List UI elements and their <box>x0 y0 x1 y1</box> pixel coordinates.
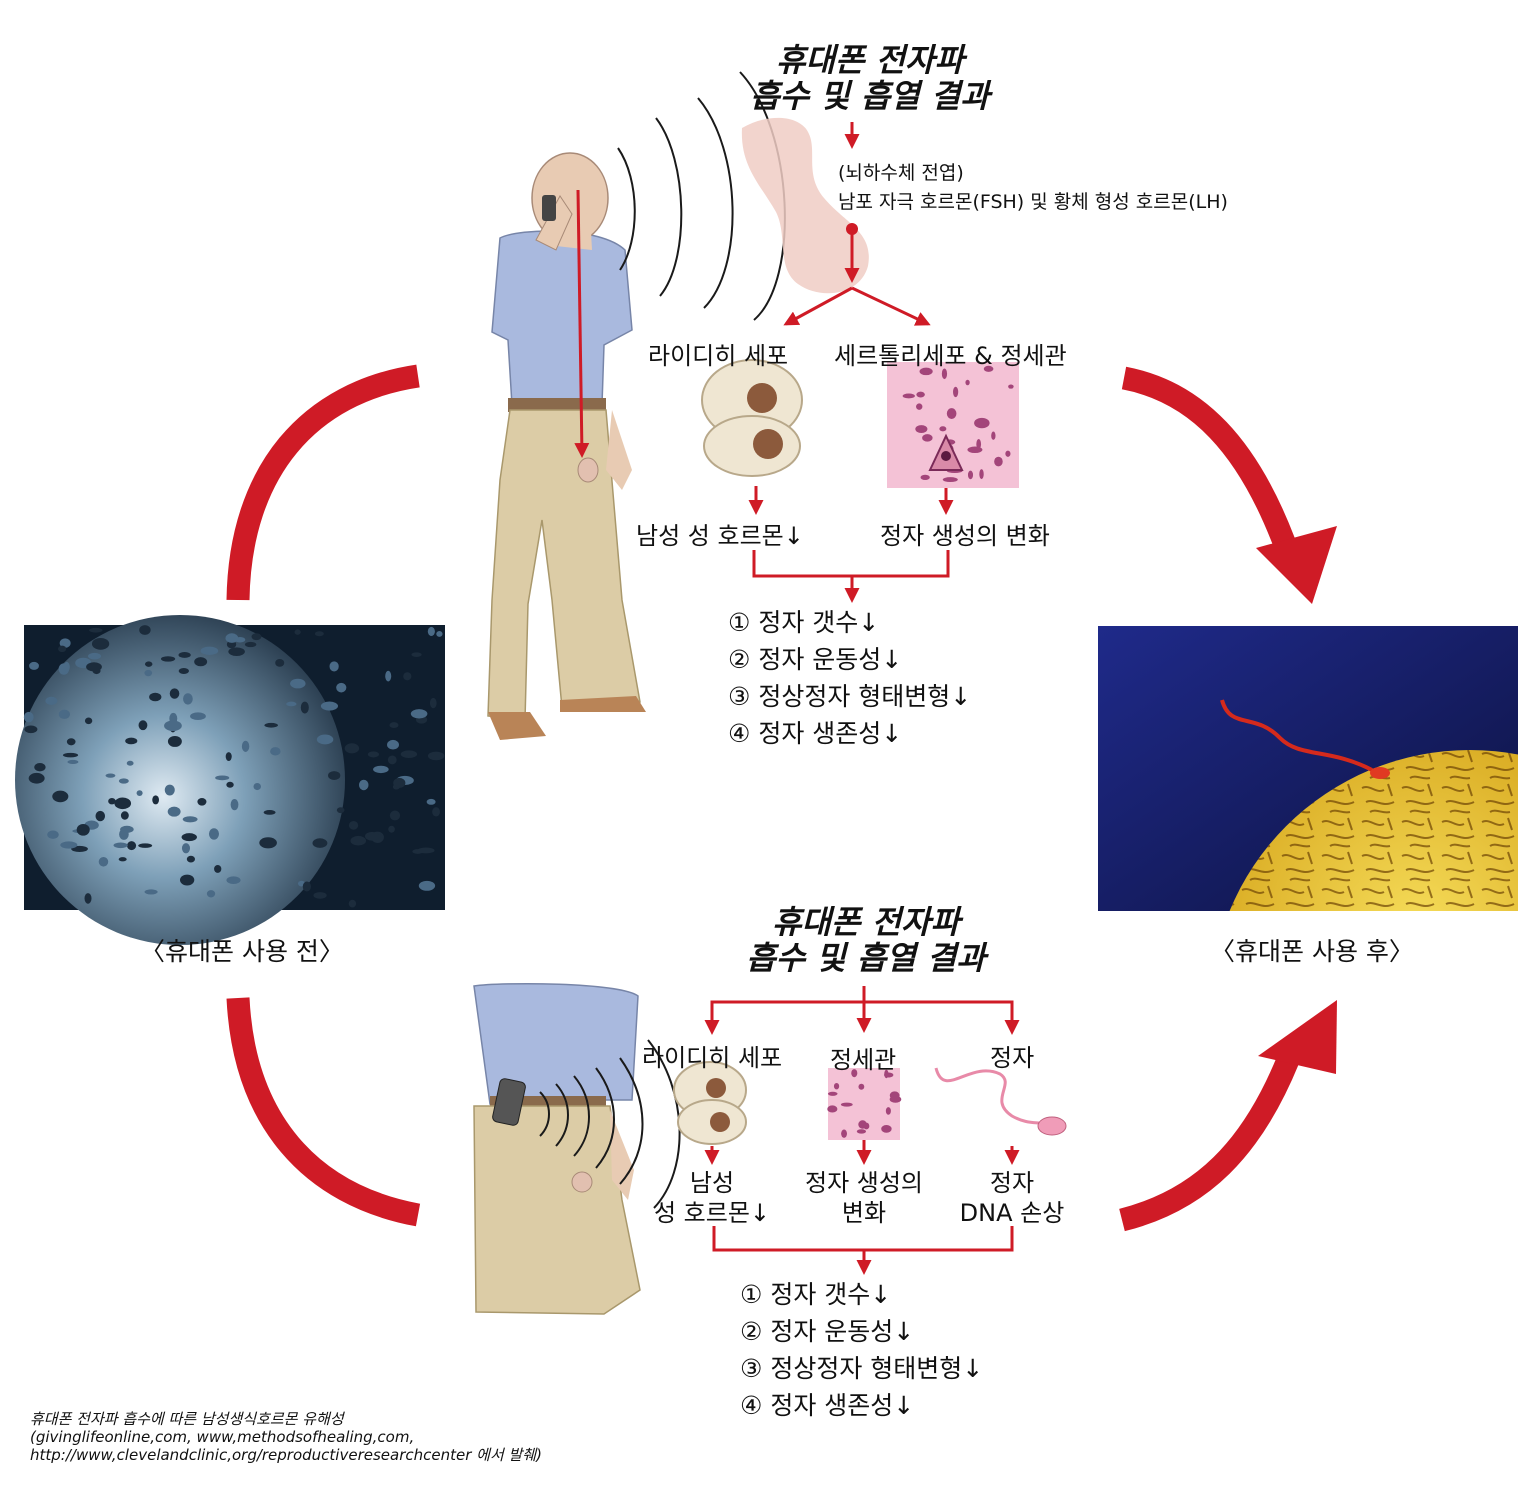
before-caption: 〈휴대폰 사용 전〉 <box>140 937 344 966</box>
bottom-dna-line-2: DNA 손상 <box>959 1199 1065 1227</box>
mobile-phone-icon <box>542 195 556 221</box>
bottom-change-line-2: 변화 <box>841 1199 887 1227</box>
top-sperm-change: 정자 생성의 변화 <box>880 522 1050 550</box>
top-result-item: ① 정자 갯수↓ <box>728 608 880 637</box>
top-title: 휴대폰 전자파 흡수 및 흡열 결과 <box>720 42 1020 114</box>
top-sertoli-label: 세르톨리세포 & 정세관 <box>834 342 1067 370</box>
seminiferous-tubule-icon <box>827 1068 902 1140</box>
seminiferous-tubule-icon <box>887 362 1019 488</box>
hormone-fsh-lh-label: 남포 자극 호르몬(FSH) 및 황체 형성 호르몬(LH) <box>838 191 1228 213</box>
top-leydig-label: 라이디히 세포 <box>648 342 789 370</box>
bottom-tubule-label: 정세관 <box>830 1046 897 1074</box>
sperm-icon <box>934 1067 1067 1136</box>
bottom-title-line-2: 흡수 및 흡열 결과 <box>746 939 986 977</box>
top-title-line-2: 흡수 및 흡열 결과 <box>750 77 990 115</box>
leydig-cell-icon <box>701 359 803 477</box>
before-sperm-swarm-image <box>15 615 445 945</box>
bottom-result-item: ③ 정상정자 형태변형↓ <box>740 1354 984 1383</box>
bottom-title: 휴대폰 전자파 흡수 및 흡열 결과 <box>716 904 1016 976</box>
source-line-2: (givinglifeonline,com, www,methodsofheal… <box>30 1428 415 1446</box>
man-with-phone-illustration <box>487 152 646 740</box>
source-line-3: http://www,clevelandclinic,org/reproduct… <box>30 1446 542 1464</box>
pituitary-gland-icon <box>741 117 869 294</box>
sperm-icon <box>1220 699 1390 779</box>
radio-wave-icon <box>539 1039 681 1209</box>
top-result-item: ② 정자 운동성↓ <box>728 645 903 674</box>
pituitary-label: (뇌하수체 전엽) <box>838 162 964 184</box>
top-results-list: ① 정자 갯수↓ ② 정자 운동성↓ ③ 정상정자 형태변형↓ ④ 정자 생존성… <box>728 604 971 752</box>
top-title-line-1: 휴대폰 전자파 <box>776 41 964 79</box>
man-with-phone-at-belt-illustration <box>473 982 641 1315</box>
after-caption: 〈휴대폰 사용 후〉 <box>1210 937 1414 966</box>
mobile-phone-icon <box>492 1078 526 1126</box>
bottom-result-item: ② 정자 운동성↓ <box>740 1317 915 1346</box>
bottom-change-line-1: 정자 생성의 <box>804 1169 924 1197</box>
bottom-hormone-line-1: 남성 <box>689 1169 735 1197</box>
cycle-arrow-icon <box>226 364 1337 1232</box>
bottom-sperm-label: 정자 <box>990 1044 1035 1072</box>
after-egg-sperm-image <box>1098 626 1518 911</box>
bottom-result-item: ④ 정자 생존성↓ <box>740 1391 915 1420</box>
top-hormone-result: 남성 성 호르몬↓ <box>636 522 804 550</box>
bottom-title-line-1: 휴대폰 전자파 <box>772 903 960 941</box>
bottom-dna-line-1: 정자 <box>989 1169 1035 1197</box>
flow-arrow-icon <box>704 986 1020 1275</box>
bottom-dna-damage: 정자 DNA 손상 <box>950 1168 1074 1228</box>
bottom-sperm-change: 정자 생성의 변화 <box>796 1168 932 1228</box>
flow-arrow-icon <box>748 122 954 603</box>
bottom-leydig-label: 라이디히 세포 <box>642 1044 783 1072</box>
bottom-results-list: ① 정자 갯수↓ ② 정자 운동성↓ ③ 정상정자 형태변형↓ ④ 정자 생존성… <box>740 1276 983 1424</box>
leydig-cell-icon <box>673 1061 747 1145</box>
source-citation: 휴대폰 전자파 흡수에 따른 남성생식호르몬 유해성 (givinglifeon… <box>30 1410 542 1464</box>
bottom-result-item: ① 정자 갯수↓ <box>740 1280 892 1309</box>
bottom-hormone-result: 남성 성 호르몬↓ <box>640 1168 784 1228</box>
top-result-item: ④ 정자 생존성↓ <box>728 719 903 748</box>
bottom-hormone-line-2: 성 호르몬↓ <box>653 1199 771 1227</box>
source-line-1: 휴대폰 전자파 흡수에 따른 남성생식호르몬 유해성 <box>30 1410 344 1428</box>
top-result-item: ③ 정상정자 형태변형↓ <box>728 682 972 711</box>
